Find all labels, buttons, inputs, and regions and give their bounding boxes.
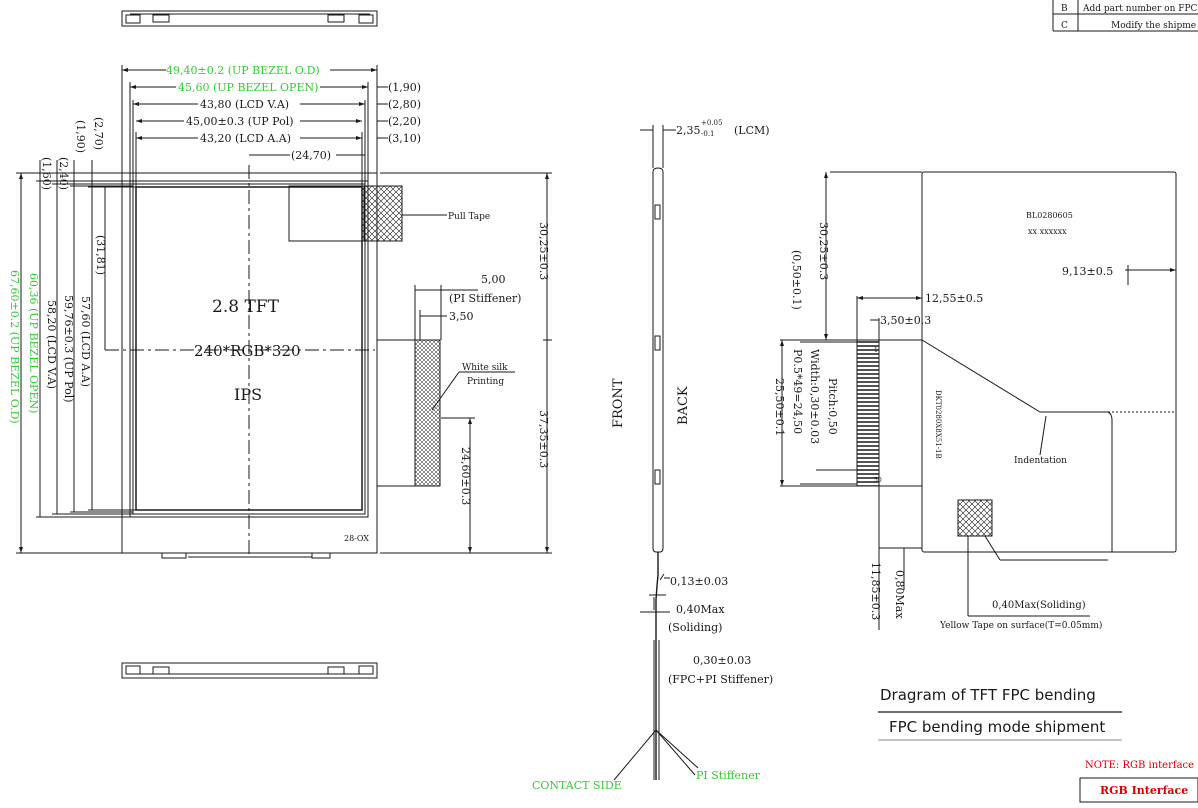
lcm-tol-minus: -0.1 [701, 130, 715, 138]
panel-resolution: 240*RGB*320 [194, 342, 301, 360]
soliding-label: (Soliding) [668, 621, 722, 634]
titles: Dragram of TFT FPC bending FPC bending m… [880, 686, 1194, 797]
title-bending: Dragram of TFT FPC bending [880, 686, 1096, 704]
dim-height-lower: 37,35±0.3 [537, 410, 550, 468]
rev-c-desc: Modify the shipme [1111, 21, 1196, 31]
solid-max-label: 0,40Max(Soliding) [992, 600, 1086, 611]
dim-center-width: (24,70) [291, 149, 331, 162]
dim-up-bezel-open: 45,60 (UP BEZEL OPEN) [178, 81, 318, 94]
dim-r1: (1,90) [388, 81, 421, 94]
dim-l4: (2,70) [92, 117, 105, 150]
dim-height-fpc: 24,60±0.3 [459, 447, 472, 505]
left-dim-labels: (1,60) (2,40) (1,90) (2,70) 67,60±0.2 (U… [8, 117, 107, 424]
dim-height-pol: 59,76±0.3 (UP Pol) [62, 295, 75, 403]
solid-max: 0,40Max [676, 603, 725, 616]
indentation-label: Indentation [1014, 456, 1067, 466]
fpc-labels: BL0280605 xx xxxxxx 9,13±0.5 12,55±0.5 3… [773, 211, 1113, 631]
dim-080: 0,80Max [893, 570, 906, 619]
dim-height-open: 60,36 (UP BEZEL OPEN) [27, 273, 40, 413]
front-label: FRONT [611, 378, 626, 428]
yellow-tape-label: Yellow Tape on surface(T=0.05mm) [939, 620, 1102, 631]
dim-height-od: 67,60±0.2 (UP BEZEL O.D) [8, 270, 21, 424]
fpc-lot: xx xxxxxx [1028, 227, 1067, 236]
fpc-print: DKT0280X8X51-1B [934, 390, 942, 459]
title-shipment: FPC bending mode shipment [889, 718, 1105, 736]
lcm-tol-plus: +0.05 [701, 119, 722, 127]
silk-label-1: White silk [462, 363, 508, 373]
back-label: BACK [676, 386, 691, 425]
dim-lcd-aa: 43,20 (LCD A.A) [200, 132, 291, 145]
pin-1-label: 1 [874, 347, 878, 354]
left-dims [16, 160, 136, 554]
pull-tape-label: Pull Tape [448, 212, 490, 222]
dim-1185: 11,85±0.3 [869, 562, 882, 620]
dim-3025: 30,25±0.3 [817, 222, 830, 280]
pitch: Pitch:0,50 [826, 378, 839, 435]
top-edge-view [121, 10, 378, 27]
dim-r4: (3,10) [388, 132, 421, 145]
dim-height-aa: 57,60 (LCD A.A) [79, 296, 92, 387]
dim-l1: (1,60) [40, 157, 53, 190]
revision-table [1052, 0, 1198, 32]
model-mark: 28-OX [344, 534, 369, 543]
dim-1255: 12,55±0.5 [925, 292, 983, 305]
dim-r3: (2,20) [388, 115, 421, 128]
dim-height-upper: 30,25±0.3 [537, 222, 550, 280]
stiffener-gap: 3,50 [449, 310, 474, 323]
dim-l3: (1,90) [74, 120, 87, 153]
rev-c-code: C [1061, 21, 1068, 31]
top-dim-labels: 49,40±0.2 (UP BEZEL O.D) 45,60 (UP BEZEL… [166, 64, 421, 162]
dim-913: 9,13±0.5 [1062, 265, 1113, 278]
front-view-module [105, 165, 447, 559]
pi-stiffener-label: PI Stiffener [696, 769, 761, 782]
panel-labels: 2.8 TFT 240*RGB*320 IPS 28-OX Pull Tape … [194, 212, 550, 543]
dim-up-pol: 45,00±0.3 (UP Pol) [186, 115, 294, 128]
stiffener-width: 5,00 [481, 273, 506, 286]
panel-type: IPS [234, 385, 262, 404]
pitch-total: P0.5*49=24,50 [791, 349, 804, 434]
stiffener-label: (PI Stiffener) [449, 292, 521, 305]
dim-lcd-va: 43,80 (LCD V.A) [200, 98, 289, 111]
lcm-thickness: 2,35 [676, 124, 701, 137]
dim-height-center: (31,81) [94, 235, 107, 275]
side-view [613, 125, 699, 781]
dim-350: 3,50±0.3 [880, 314, 931, 327]
note-rgb: NOTE: RGB interface [1085, 760, 1194, 771]
panel-size: 2.8 TFT [212, 297, 280, 317]
dim-height-va: 58,20 (LCD V.A) [45, 300, 58, 389]
rgb-interface-box: RGB Interface [1100, 784, 1188, 797]
silk-label-2: Printing [467, 377, 504, 387]
rev-b-desc: Add part number on FPC [1082, 4, 1198, 14]
stack-thickness: 0,30±0.03 [693, 654, 751, 667]
fpc-bending-view [780, 171, 1177, 630]
dim-l2: (2,40) [57, 157, 70, 190]
pin-50-label: 50 [874, 477, 882, 484]
top-dims [121, 65, 388, 187]
fpc-thickness: 0,13±0.03 [670, 575, 728, 588]
pi-stiffener-front [377, 285, 515, 487]
dim-050: (0,50±0.1) [790, 250, 803, 310]
dim-up-bezel-od: 49,40±0.2 (UP BEZEL O.D) [166, 64, 320, 77]
bottom-edge-view [121, 662, 378, 679]
dim-r2: (2,80) [388, 98, 421, 111]
dim-2550: 25,50±0.1 [773, 378, 786, 436]
side-labels: 2,35 +0.05 -0.1 (LCM) FRONT BACK 0,13±0.… [532, 119, 773, 792]
stack-label: (FPC+PI Stiffener) [668, 673, 773, 686]
contact-side-label: CONTACT SIDE [532, 779, 622, 792]
lcm-label: (LCM) [734, 124, 770, 137]
revision-cells: B Add part number on FPC C Modify the sh… [1061, 4, 1198, 31]
rev-b-code: B [1061, 4, 1068, 14]
fpc-part-no: BL0280605 [1026, 211, 1073, 220]
pin-width: Width:0,30±0.03 [808, 349, 821, 444]
front-vertical-dims [380, 172, 552, 554]
